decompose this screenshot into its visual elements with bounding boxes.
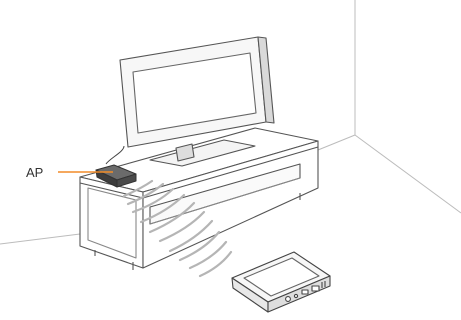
television-icon (106, 37, 274, 166)
camera-icon (232, 252, 330, 312)
ap-label: AP (26, 165, 43, 180)
